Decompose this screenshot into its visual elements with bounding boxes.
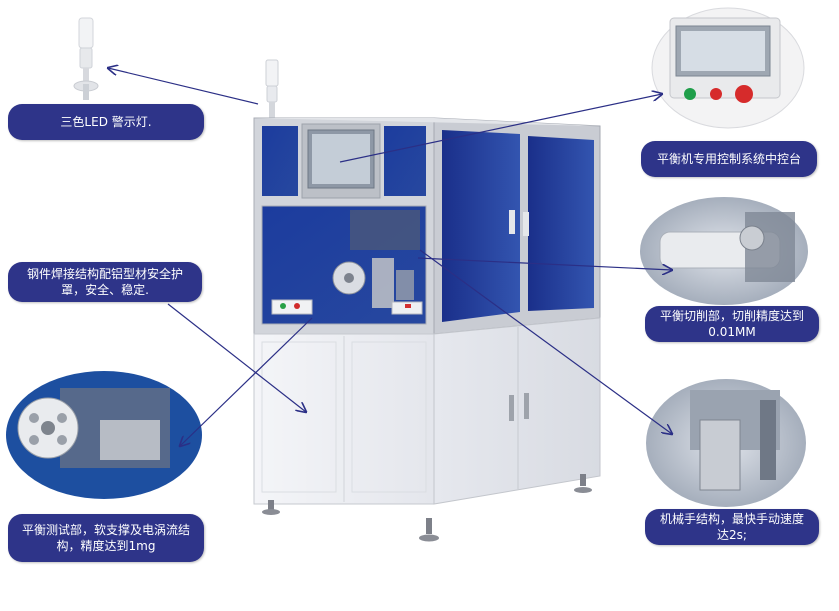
control-panel-callout-text: 平衡机专用控制系统中控台 <box>656 152 801 166</box>
test-callout-text: 平衡测试部，软支撑及电涡流结构，精度达到1mg <box>21 523 190 553</box>
led-callout-text: 三色LED 警示灯. <box>60 115 152 129</box>
led-callout: 三色LED 警示灯. <box>8 104 204 140</box>
test-callout: 平衡测试部，软支撑及电涡流结构，精度达到1mg <box>8 514 204 562</box>
cutting-callout: 平衡切削部，切削精度达到0.01MM <box>645 306 819 342</box>
cutting-callout-text: 平衡切削部，切削精度达到0.01MM <box>659 309 804 339</box>
machine-feet <box>262 474 592 542</box>
manipulator-detail <box>646 379 806 507</box>
callout-arrows <box>108 68 672 446</box>
manipulator-callout: 机械手结构，最快手动速度达2s; <box>645 509 819 545</box>
control-panel-detail <box>651 7 805 129</box>
lower-cabinet <box>253 317 601 505</box>
upper-enclosure <box>253 117 601 335</box>
control-panel-callout: 平衡机专用控制系统中控台 <box>641 141 817 177</box>
led-tower-thumbnail <box>73 17 99 100</box>
manipulator-callout-text: 机械手结构，最快手动速度达2s; <box>659 512 804 542</box>
led-tower <box>265 59 279 118</box>
frame-callout: 钢件焊接结构配铝型材安全护罩，安全、稳定. <box>8 262 202 302</box>
frame-callout-text: 钢件焊接结构配铝型材安全护罩，安全、稳定. <box>26 267 183 297</box>
cutting-detail <box>640 197 808 305</box>
test-detail <box>6 371 202 499</box>
